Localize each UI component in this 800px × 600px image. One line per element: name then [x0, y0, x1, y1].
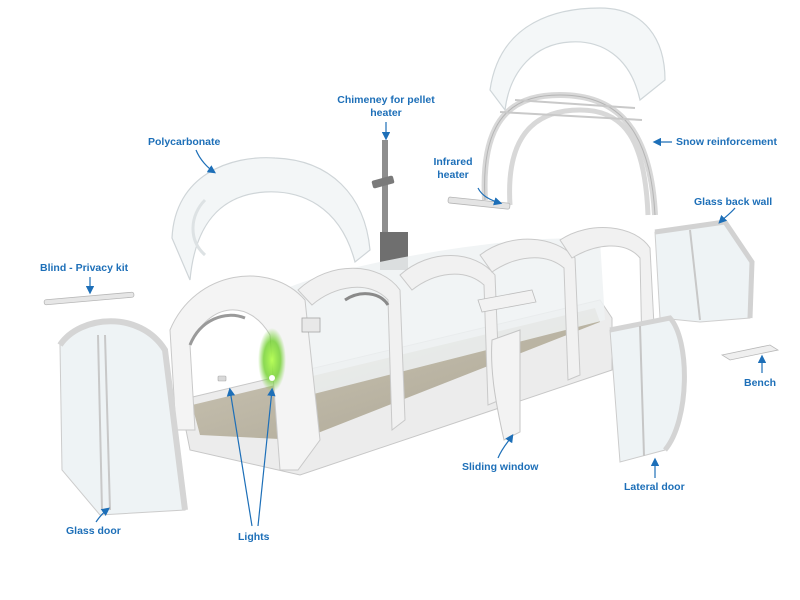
label-bench: Bench [744, 377, 777, 389]
label-chimney-line2: heater [370, 107, 402, 119]
label-chimney: Chimeney for pellet heater [330, 94, 442, 120]
label-blind-privacy-kit: Blind - Privacy kit [40, 262, 129, 274]
infrared-heater [447, 196, 511, 210]
label-sliding-window: Sliding window [462, 461, 539, 473]
label-infrared-heater: Infrared heater [428, 156, 478, 182]
snow-reinforcement-arches [481, 91, 658, 216]
label-lights: Lights [238, 531, 270, 543]
lateral-door [609, 315, 687, 463]
label-chimney-line1: Chimeney for pellet [337, 94, 435, 106]
glass-back-wall [654, 219, 755, 323]
chimney [371, 140, 408, 270]
pod-body [169, 227, 656, 476]
polycarbonate-dome [171, 157, 371, 281]
label-infrared-line2: heater [437, 169, 469, 181]
label-polycarbonate: Polycarbonate [148, 136, 221, 148]
bench [720, 344, 780, 361]
glass-door [57, 318, 188, 516]
label-snow-reinforcement: Snow reinforcement [676, 136, 777, 148]
label-glass-door: Glass door [66, 525, 121, 537]
label-lateral-door: Lateral door [624, 481, 685, 493]
snow-reinforcement-cover [489, 7, 666, 112]
leader-arrows [85, 122, 767, 527]
label-infrared-line1: Infrared [433, 156, 473, 168]
blind-privacy-kit [43, 291, 135, 306]
label-glass-back-wall: Glass back wall [694, 196, 773, 208]
sliding-window-panel [491, 329, 521, 441]
